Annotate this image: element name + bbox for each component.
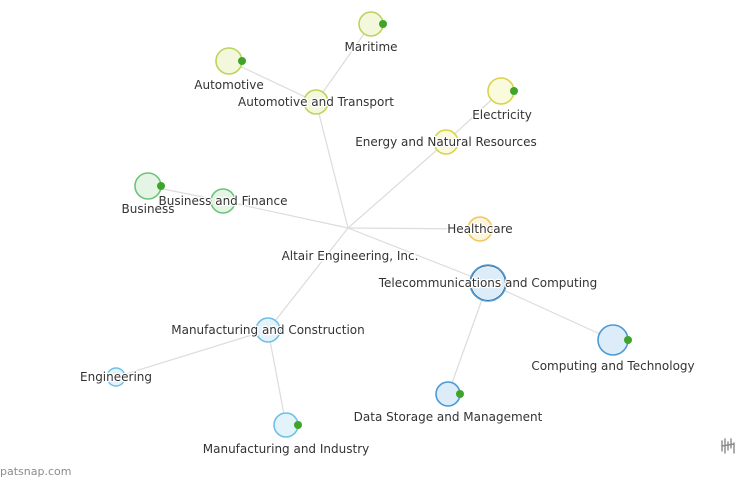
node-circle xyxy=(107,368,125,386)
node-label: Manufacturing and Industry xyxy=(203,442,369,456)
node-circle xyxy=(135,173,161,199)
node-ring xyxy=(210,188,236,214)
node-label: Altair Engineering, Inc. xyxy=(282,249,419,263)
node-ring xyxy=(303,89,329,115)
edge-center-healthcare xyxy=(347,227,481,230)
edge-center-business-finance xyxy=(222,200,349,229)
leaf-marker-dot xyxy=(510,87,518,95)
node-label: Computing and Technology xyxy=(531,359,694,373)
edge-center-energy xyxy=(347,141,447,229)
node-label: Maritime xyxy=(344,40,397,54)
graph-nodes: Telecommunications and Computing Computi… xyxy=(79,11,696,457)
node-circle xyxy=(359,12,383,36)
edge-center-manufacturing-construction xyxy=(267,227,349,331)
leaf-marker-dot xyxy=(238,57,246,65)
node-circle xyxy=(211,189,235,213)
node-energy-and-natural-resources[interactable]: Energy and Natural Resources xyxy=(354,129,538,155)
leaf-marker-dot xyxy=(379,20,387,28)
edge-transport-automotive xyxy=(228,60,317,103)
node-circle xyxy=(256,318,280,342)
leaf-marker-dot xyxy=(157,182,165,190)
node-electricity[interactable]: Electricity xyxy=(471,77,533,123)
node-ring xyxy=(467,216,493,242)
leaf-marker-dot xyxy=(624,336,632,344)
node-circle xyxy=(488,78,514,104)
node-circle xyxy=(216,48,242,74)
node-healthcare[interactable]: Healthcare xyxy=(446,216,514,242)
edge-manufacturing-engineering xyxy=(115,329,269,378)
edge-manufacturing-industry xyxy=(267,329,287,426)
node-computing-and-technology[interactable]: Computing and Technology xyxy=(530,324,696,374)
node-label: Business xyxy=(122,202,175,216)
leaf-marker-dot xyxy=(456,390,464,398)
node-telecommunications-and-computing[interactable]: Telecommunications and Computing xyxy=(376,264,599,302)
node-engineering[interactable]: Engineering xyxy=(79,367,153,387)
node-label: Business and Finance xyxy=(158,194,287,208)
node-manufacturing-and-industry[interactable]: Manufacturing and Industry xyxy=(202,412,370,457)
node-circle xyxy=(468,217,492,241)
edge-center-auto-transport xyxy=(315,101,349,229)
node-label: Data Storage and Management xyxy=(354,410,543,424)
node-label: Telecommunications and Computing xyxy=(378,276,598,290)
node-label: Manufacturing and Construction xyxy=(171,323,365,337)
node-label: Engineering xyxy=(80,370,152,384)
node-ring xyxy=(433,129,459,155)
node-circle xyxy=(304,90,328,114)
node-altair-engineering-center[interactable]: Altair Engineering, Inc. xyxy=(280,248,419,265)
node-label: Electricity xyxy=(472,108,532,122)
node-ring xyxy=(255,317,281,343)
node-label: Healthcare xyxy=(447,222,512,236)
patsnap-logo-icon xyxy=(721,438,735,454)
edge-transport-maritime xyxy=(315,23,372,103)
node-label: Automotive xyxy=(194,78,263,92)
leaf-marker-dot xyxy=(294,421,302,429)
watermark-text: patsnap.com xyxy=(0,465,72,478)
node-maritime[interactable]: Maritime xyxy=(343,11,399,55)
node-automotive[interactable]: Automotive xyxy=(193,47,265,93)
node-circle xyxy=(434,130,458,154)
node-circle xyxy=(274,413,298,437)
node-data-storage-and-management[interactable]: Data Storage and Management xyxy=(352,381,544,425)
node-label: Energy and Natural Resources xyxy=(355,135,537,149)
node-circle xyxy=(436,382,460,406)
node-business[interactable]: Business xyxy=(120,172,176,217)
node-manufacturing-and-construction[interactable]: Manufacturing and Construction xyxy=(170,317,366,343)
node-circle-fill xyxy=(471,266,505,300)
edge-center-telecom xyxy=(347,227,489,284)
edge-telecom-computing-tech xyxy=(487,282,614,341)
edge-telecom-data-storage xyxy=(447,282,489,395)
node-automotive-and-transport[interactable]: Automotive and Transport xyxy=(237,89,396,115)
node-business-and-finance[interactable]: Business and Finance xyxy=(157,188,289,214)
node-ring xyxy=(106,367,126,387)
node-label: Automotive and Transport xyxy=(238,95,394,109)
node-circle xyxy=(598,325,628,355)
